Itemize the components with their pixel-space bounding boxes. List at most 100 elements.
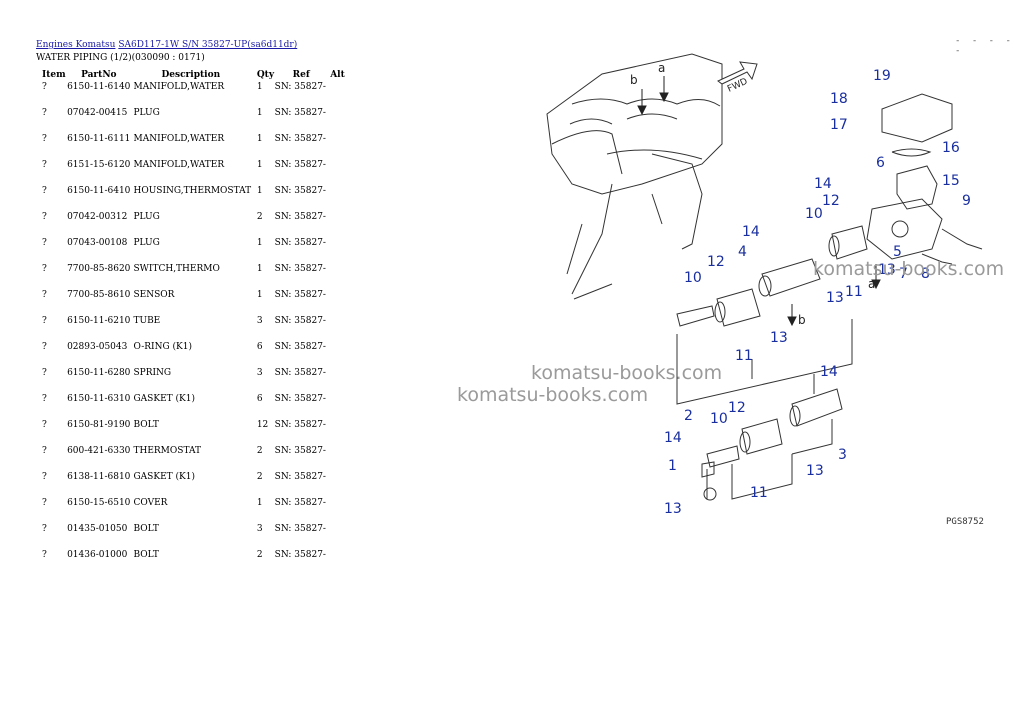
cell-partno: 6150-15-6510 xyxy=(67,498,131,508)
cell-item: ? xyxy=(42,238,47,248)
cell-ref: SN: 35827- xyxy=(274,290,326,300)
cell-alt xyxy=(330,134,346,160)
cell-alt xyxy=(330,368,346,394)
cell-item: ? xyxy=(42,290,47,300)
cell-item: ? xyxy=(42,472,47,482)
cell-description: BOLT xyxy=(133,550,159,560)
cell-alt xyxy=(330,524,346,550)
cell-alt xyxy=(330,212,346,238)
callout-15: 15 xyxy=(942,173,960,189)
cell-qty: 2 xyxy=(256,446,263,456)
callouts: 19 18 17 16 15 6 14 12 10 9 14 4 5 13 7 … xyxy=(664,68,971,517)
cell-qty: 1 xyxy=(256,82,263,92)
cell-description: MANIFOLD,WATER xyxy=(133,82,225,92)
col-partno: PartNo xyxy=(81,70,117,80)
callout-14d: 14 xyxy=(664,430,682,446)
cell-qty: 1 xyxy=(256,108,263,118)
cell-ref: SN: 35827- xyxy=(274,82,326,92)
watermark-3: komatsu-books.com xyxy=(457,384,649,406)
cell-qty: 3 xyxy=(256,316,263,326)
cell-ref: SN: 35827- xyxy=(274,160,326,170)
cell-item: ? xyxy=(42,82,47,92)
cell-description: GASKET (K1) xyxy=(133,472,195,482)
cell-alt xyxy=(330,316,346,342)
callout-7: 7 xyxy=(899,266,908,282)
cell-partno: 07042-00312 xyxy=(67,212,128,222)
arrow-label-a: a xyxy=(658,61,665,75)
callout-3: 3 xyxy=(838,447,847,463)
cell-alt xyxy=(330,342,346,368)
cell-qty: 1 xyxy=(256,238,263,248)
cell-ref: SN: 35827- xyxy=(274,134,326,144)
cell-ref: SN: 35827- xyxy=(274,446,326,456)
cell-ref: SN: 35827- xyxy=(274,186,326,196)
arrow-label-b-2: b xyxy=(798,313,806,327)
callout-6: 6 xyxy=(876,155,885,171)
cell-description: PLUG xyxy=(133,108,160,118)
cell-item: ? xyxy=(42,394,47,404)
exploded-diagram: b a a b FWD 19 18 17 16 15 6 14 12 10 9 … xyxy=(546,53,984,527)
callout-11a: 11 xyxy=(845,284,863,300)
cell-description: PLUG xyxy=(133,212,160,222)
cell-item: ? xyxy=(42,108,47,118)
cell-item: ? xyxy=(42,550,47,560)
cell-partno: 6150-11-6140 xyxy=(67,82,131,92)
cell-description: MANIFOLD,WATER xyxy=(133,160,225,170)
callout-12b: 12 xyxy=(707,254,725,270)
page-subtitle: WATER PIPING (1/2)(030090 : 0171) xyxy=(36,53,205,63)
cell-partno: 01436-01000 xyxy=(67,550,128,560)
cell-ref: SN: 35827- xyxy=(274,498,326,508)
fwd-arrow xyxy=(717,61,758,85)
callout-13b: 13 xyxy=(826,290,844,306)
cell-ref: SN: 35827- xyxy=(274,394,326,404)
watermark-2: komatsu-books.com xyxy=(531,362,723,384)
table-header-row: Item PartNo Description Qty Ref Alt xyxy=(36,66,346,82)
callout-12c: 12 xyxy=(728,400,746,416)
cell-alt xyxy=(330,290,346,316)
cell-item: ? xyxy=(42,186,47,196)
cell-description: COVER xyxy=(133,498,168,508)
arrow-label-b: b xyxy=(630,73,638,87)
cell-qty: 2 xyxy=(256,212,263,222)
cell-alt xyxy=(330,394,346,420)
cell-alt xyxy=(330,550,346,570)
cell-qty: 2 xyxy=(256,472,263,482)
cell-ref: SN: 35827- xyxy=(274,420,326,430)
breadcrumb-link-model[interactable]: SA6D117-1W S/N 35827-UP(sa6d11dr) xyxy=(118,40,298,50)
tube-assembly-mid xyxy=(676,258,853,405)
cell-partno: 6150-11-6410 xyxy=(67,186,131,196)
cell-qty: 2 xyxy=(256,550,263,560)
col-description: Description xyxy=(161,70,221,80)
col-item: Item xyxy=(42,70,66,80)
callout-10a: 10 xyxy=(805,206,823,222)
callout-14b: 14 xyxy=(742,224,760,240)
cell-partno: 6150-11-6280 xyxy=(67,368,131,378)
cell-partno: 6151-15-6120 xyxy=(67,160,131,170)
engine-block xyxy=(546,53,723,300)
cell-item: ? xyxy=(42,264,47,274)
cell-partno: 01435-01050 xyxy=(67,524,128,534)
cell-qty: 1 xyxy=(256,160,263,170)
tube-assembly-lower xyxy=(701,374,843,501)
cell-ref: SN: 35827- xyxy=(274,368,326,378)
cell-ref: SN: 35827- xyxy=(274,472,326,482)
callout-8: 8 xyxy=(921,266,930,282)
col-ref: Ref xyxy=(292,70,310,80)
callout-1: 1 xyxy=(668,458,677,474)
cell-alt xyxy=(330,264,346,290)
cell-qty: 3 xyxy=(256,368,263,378)
callout-10b: 10 xyxy=(684,270,702,286)
cell-ref: SN: 35827- xyxy=(274,212,326,222)
breadcrumb-link-engines[interactable]: Engines Komatsu xyxy=(36,40,116,50)
cell-item: ? xyxy=(42,316,47,326)
